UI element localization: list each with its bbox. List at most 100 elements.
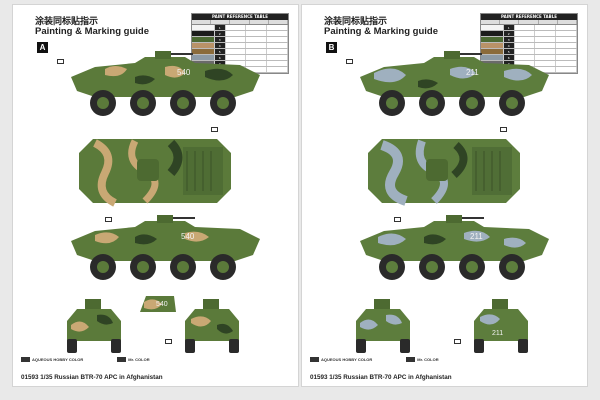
- paint-code-cell: [267, 37, 288, 42]
- vehicle-side-view-right: 540: [71, 215, 260, 280]
- paint-index: 7: [214, 61, 226, 66]
- paint-reference-row: 2: [481, 31, 577, 37]
- vehicle-rear-view: [185, 299, 239, 353]
- vehicle-front-view: [356, 299, 410, 353]
- paint-code-cell: [226, 31, 247, 36]
- paint-reference-header: [192, 20, 289, 25]
- paint-index: 7: [503, 61, 515, 66]
- paint-index: 4: [214, 43, 226, 48]
- paint-code-cell: [535, 43, 557, 48]
- paint-swatch: [192, 43, 215, 48]
- paint-code-cell: [535, 61, 557, 66]
- callout-marker: [165, 339, 172, 344]
- paint-code-cell: [267, 25, 288, 30]
- title-english: Painting & Marking guide: [35, 26, 150, 37]
- paint-code-cell: [556, 67, 577, 72]
- paint-index: 2: [503, 31, 515, 36]
- paint-swatch: [481, 49, 504, 54]
- paint-reference-row: 2: [192, 31, 288, 37]
- vehicle-side-view-right: 211: [360, 215, 549, 280]
- vehicle-top-view: [368, 139, 520, 206]
- turret-number-marking-right: 540: [181, 232, 195, 241]
- kit-title: 01593 1/35 Russian BTR-70 APC in Afghani…: [21, 374, 163, 381]
- paint-code-cell: [246, 55, 268, 60]
- mr-color-logo: Mr. COLOR: [117, 357, 150, 362]
- paint-index: 1: [214, 25, 226, 30]
- turret-number-marking-right: 211: [470, 232, 483, 241]
- paint-swatch: [192, 55, 215, 60]
- paint-reference-title: PAINT REFERENCE TABLE: [481, 14, 577, 20]
- paint-index: 1: [503, 25, 515, 30]
- scheme-badge: A: [37, 42, 48, 53]
- callout-marker: [454, 339, 461, 344]
- callout-marker: [105, 217, 112, 222]
- paint-code-cell: [535, 25, 557, 30]
- paint-code-cell: [267, 49, 288, 54]
- paint-code-cell: [556, 43, 577, 48]
- paint-code-cell: [535, 37, 557, 42]
- hatch-number-marking: 540: [156, 301, 168, 308]
- paint-reference-row: 1: [481, 25, 577, 31]
- paint-reference-row: 6: [481, 55, 577, 61]
- paint-swatch: [481, 37, 504, 42]
- paint-swatch: [192, 25, 215, 30]
- paint-code-cell: [226, 43, 247, 48]
- paint-code-cell: [267, 31, 288, 36]
- paint-index: 5: [503, 49, 515, 54]
- paint-code-cell: [226, 55, 247, 60]
- paint-code-cell: [556, 37, 577, 42]
- paint-reference-row: 5: [481, 49, 577, 55]
- vehicle-front-view: [67, 299, 121, 353]
- paint-code-cell: [226, 49, 247, 54]
- paint-code-cell: [535, 55, 557, 60]
- paint-code-cell: [246, 37, 268, 42]
- paint-index: 3: [214, 37, 226, 42]
- paint-reference-row: 4: [192, 43, 288, 49]
- paint-swatch: [192, 37, 215, 42]
- paint-code-cell: [535, 49, 557, 54]
- paint-index: 2: [214, 31, 226, 36]
- paint-swatch: [481, 25, 504, 30]
- paint-reference-row: 4: [481, 43, 577, 49]
- paint-swatch: [481, 55, 504, 60]
- paint-reference-header: [481, 20, 578, 25]
- scheme-badge: B: [326, 42, 337, 53]
- paint-code-cell: [267, 61, 288, 66]
- callout-marker: [57, 59, 64, 64]
- callout-marker: [394, 217, 401, 222]
- rear-number-marking: 211: [492, 330, 503, 337]
- paint-code-cell: [246, 25, 268, 30]
- painting-guide-sheet-b: 涂装同标贴指示 Painting & Marking guide B PAINT…: [301, 4, 588, 387]
- paint-code-cell: [246, 61, 268, 66]
- paint-code-cell: [556, 31, 577, 36]
- paint-code-cell: [226, 37, 247, 42]
- paint-code-cell: [246, 43, 268, 48]
- paint-reference-row: 6: [192, 55, 288, 61]
- paint-reference-row: 1: [192, 25, 288, 31]
- vehicle-side-view-left: 211: [360, 51, 549, 116]
- paint-code-cell: [515, 25, 536, 30]
- paint-swatch: [481, 43, 504, 48]
- paint-reference-title: PAINT REFERENCE TABLE: [192, 14, 288, 20]
- paint-code-cell: [515, 49, 536, 54]
- paint-code-cell: [515, 55, 536, 60]
- paint-code-cell: [246, 49, 268, 54]
- paint-code-cell: [246, 67, 268, 72]
- paint-code-cell: [556, 61, 577, 66]
- paint-code-cell: [267, 67, 288, 72]
- paint-code-cell: [515, 31, 536, 36]
- paint-swatch: [481, 31, 504, 36]
- title-chinese: 涂装同标贴指示: [35, 17, 99, 27]
- kit-title: 01593 1/35 Russian BTR-70 APC in Afghani…: [310, 374, 452, 381]
- paint-code-cell: [556, 49, 577, 54]
- paint-code-cell: [246, 31, 268, 36]
- paint-swatch: [192, 31, 215, 36]
- turret-hatch-detail: 540: [140, 296, 176, 312]
- paint-code-cell: [515, 37, 536, 42]
- paint-code-cell: [535, 31, 557, 36]
- paint-code-cell: [515, 43, 536, 48]
- turret-number-marking: 211: [466, 68, 479, 77]
- turret-number-marking: 540: [177, 68, 191, 77]
- paint-index: 5: [214, 49, 226, 54]
- paint-reference-row: 3: [192, 37, 288, 43]
